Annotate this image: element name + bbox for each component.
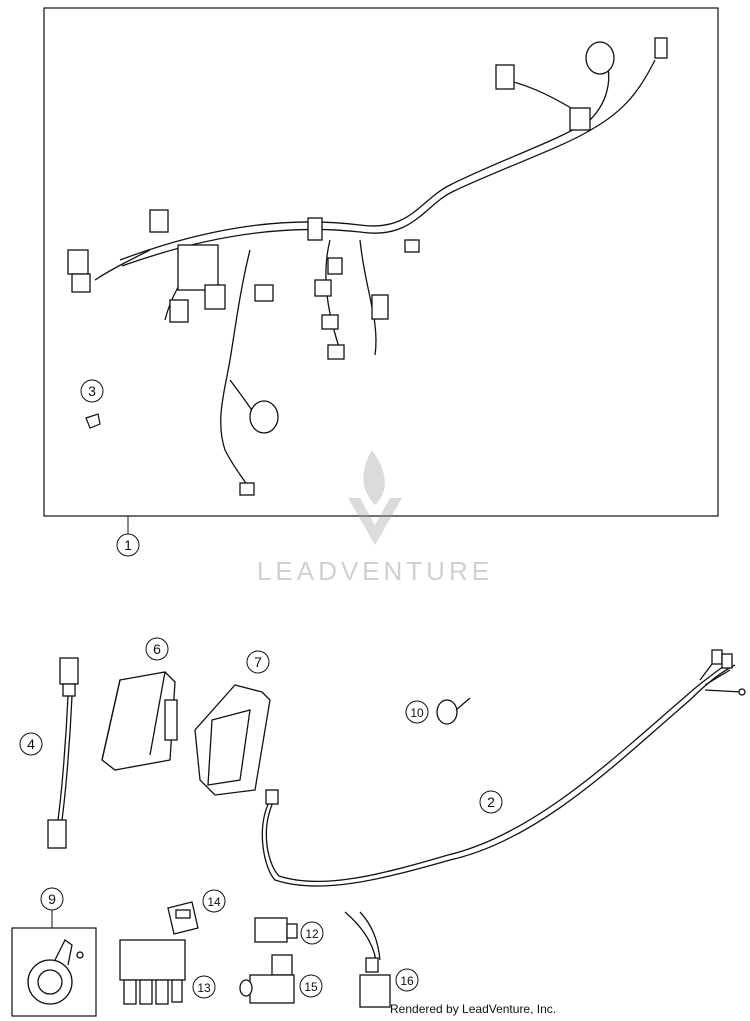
callout-13[interactable]: 13	[192, 975, 216, 999]
callout-9[interactable]: 9	[40, 887, 64, 928]
svg-text:10: 10	[410, 706, 424, 720]
connector-part-12	[254, 917, 298, 943]
sensor-part-15	[239, 954, 295, 1004]
svg-text:16: 16	[400, 974, 414, 988]
callout-4[interactable]: 4	[19, 732, 43, 756]
callouts: 1 2 3 4 6 7 9 10	[19, 379, 503, 999]
callout-15[interactable]: 15	[299, 974, 323, 998]
control-unit-part-7	[194, 684, 271, 796]
svg-text:14: 14	[207, 895, 221, 909]
watermark-logo	[348, 450, 402, 545]
svg-text:1: 1	[124, 537, 132, 553]
cable-part-4	[47, 657, 79, 849]
callout-7[interactable]: 7	[246, 650, 270, 674]
relay-part-14	[167, 901, 199, 935]
callout-16[interactable]: 16	[395, 968, 419, 992]
svg-text:7: 7	[254, 654, 262, 670]
cable-tie-part-10	[436, 697, 471, 725]
watermark-brand: LEADVENTURE	[257, 556, 493, 586]
svg-text:12: 12	[305, 927, 319, 941]
callout-12[interactable]: 12	[300, 921, 324, 945]
callout-6[interactable]: 6	[145, 637, 169, 661]
callout-14[interactable]: 14	[202, 889, 226, 913]
svg-text:13: 13	[197, 981, 211, 995]
horn-part-9	[27, 939, 84, 1005]
control-unit-part-6	[101, 671, 178, 771]
svg-text:3: 3	[88, 383, 96, 399]
callout-1[interactable]: 1	[116, 516, 140, 557]
callout-3[interactable]: 3	[80, 379, 104, 403]
svg-text:6: 6	[153, 641, 161, 657]
cable-part-2	[261, 649, 746, 887]
fuse-box-part-13	[119, 939, 186, 1005]
svg-text:15: 15	[304, 980, 318, 994]
main-wiring-harness	[67, 37, 668, 496]
horn-box	[11, 927, 97, 1017]
svg-text:2: 2	[487, 794, 495, 810]
clip-part-3	[85, 413, 101, 429]
main-harness-frame	[43, 7, 719, 517]
render-credit: Rendered by LeadVenture, Inc.	[390, 1002, 557, 1016]
svg-text:4: 4	[27, 736, 35, 752]
wire-part-16	[344, 911, 391, 1008]
callout-10[interactable]: 10	[405, 700, 429, 724]
svg-text:9: 9	[48, 891, 56, 907]
callout-2[interactable]: 2	[479, 790, 503, 814]
